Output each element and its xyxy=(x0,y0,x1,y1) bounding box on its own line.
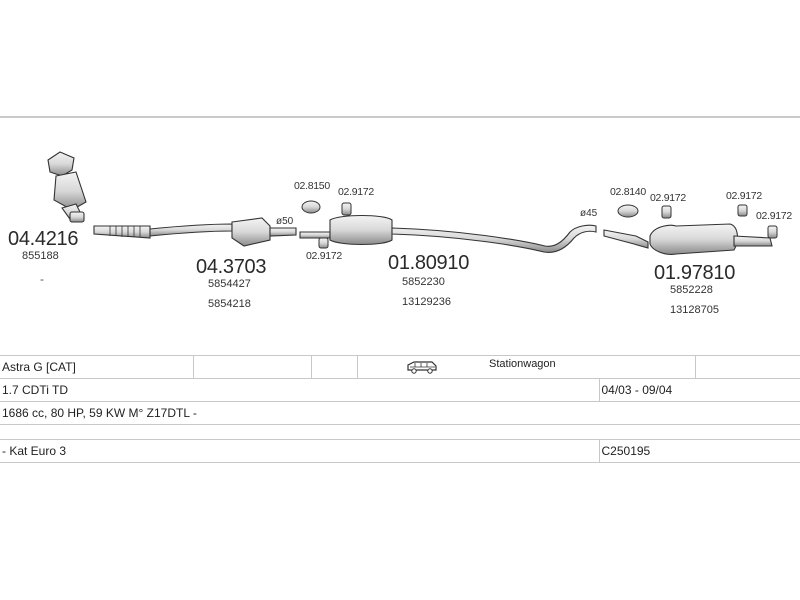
oem-number-rear-silencer-2: 13128705 xyxy=(670,304,719,316)
part-number-hanger-front-top[interactable]: 02.9172 xyxy=(338,186,374,198)
body-icon-cell xyxy=(356,355,487,379)
oem-number-catalyst: 855188 xyxy=(22,250,59,262)
vehicle-model: Astra G [CAT] xyxy=(0,355,193,379)
empty-row xyxy=(0,424,800,440)
table-row xyxy=(0,424,800,440)
table-row: 1.7 CDTi TD 04/03 - 09/04 xyxy=(0,378,800,402)
table-row: 1686 cc, 80 HP, 59 KW M° Z17DTL - xyxy=(0,401,800,425)
catalyst-manifold xyxy=(47,151,87,223)
van-icon xyxy=(407,361,437,375)
empty-cell xyxy=(192,355,311,379)
front-hangers xyxy=(301,200,352,249)
part-number-hanger-front-bottom[interactable]: 02.9172 xyxy=(306,250,342,262)
front-cat-assembly xyxy=(149,217,297,247)
system-code: C250195 xyxy=(598,439,800,463)
part-number-clamp-front[interactable]: 02.8150 xyxy=(294,180,330,192)
oem-number-middle-silencer-2: 13129236 xyxy=(402,296,451,308)
top-separator xyxy=(0,116,800,118)
catalyst-note: - xyxy=(40,272,44,286)
body-type-label: Stationwagon xyxy=(489,358,556,370)
diameter-front-label: ø50 xyxy=(276,216,294,227)
vehicle-spec-table: Astra G [CAT] Stationwagon 1.7 CDTi TD 0… xyxy=(0,355,800,463)
middle-silencer xyxy=(299,215,597,253)
part-number-rear-silencer[interactable]: 01.97810 xyxy=(654,262,736,284)
flex-pipe xyxy=(93,225,151,239)
diameter-rear-label: ø45 xyxy=(580,208,598,219)
part-number-hanger-rear-2[interactable]: 02.9172 xyxy=(726,190,762,202)
emission: - Kat Euro 3 xyxy=(0,439,599,463)
rear-silencer xyxy=(603,223,773,255)
rear-hangers xyxy=(617,204,778,239)
part-number-catalyst[interactable]: 04.4216 xyxy=(8,228,79,250)
table-row: - Kat Euro 3 C250195 xyxy=(0,439,800,463)
part-number-middle-silencer[interactable]: 01.80910 xyxy=(388,252,470,274)
empty-cell xyxy=(310,355,357,379)
table-row: Astra G [CAT] Stationwagon xyxy=(0,355,800,379)
part-number-hanger-rear-3[interactable]: 02.9172 xyxy=(756,210,792,222)
part-number-front-cat[interactable]: 04.3703 xyxy=(196,256,267,278)
oem-number-front-cat-1: 5854427 xyxy=(208,278,251,290)
engine: 1.7 CDTi TD xyxy=(0,378,599,402)
body-type: Stationwagon xyxy=(487,355,696,379)
years: 04/03 - 09/04 xyxy=(598,378,800,402)
part-number-clamp-rear[interactable]: 02.8140 xyxy=(610,186,646,198)
part-number-hanger-rear-1[interactable]: 02.9172 xyxy=(650,192,686,204)
exhaust-diagram xyxy=(47,151,778,255)
oem-number-middle-silencer-1: 5852230 xyxy=(402,276,445,288)
engine-spec: 1686 cc, 80 HP, 59 KW M° Z17DTL - xyxy=(0,401,800,425)
oem-number-front-cat-2: 5854218 xyxy=(208,298,251,310)
oem-number-rear-silencer-1: 5852228 xyxy=(670,284,713,296)
empty-cell xyxy=(694,355,800,379)
